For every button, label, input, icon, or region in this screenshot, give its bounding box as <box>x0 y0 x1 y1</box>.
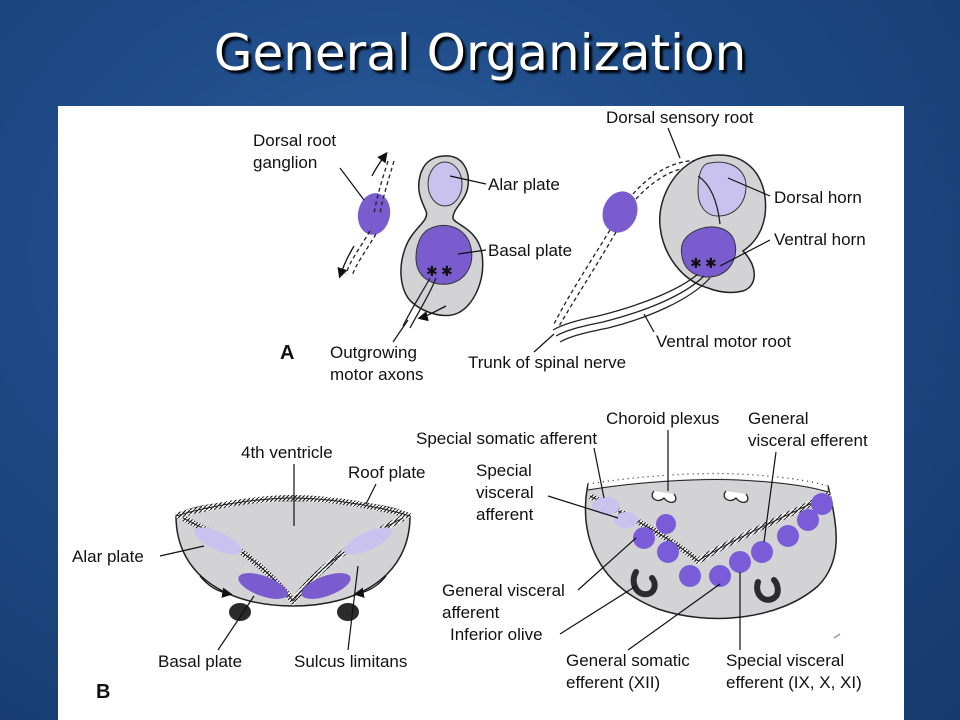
label-sulcus-limitans: Sulcus limitans <box>294 652 407 671</box>
label-dorsal-root-ganglion-2: ganglion <box>253 153 317 172</box>
alar-plate-region <box>427 161 463 207</box>
label-4th-ventricle: 4th ventricle <box>241 443 333 462</box>
label-dorsal-horn: Dorsal horn <box>774 188 862 207</box>
label-basal-plate-a: Basal plate <box>488 241 572 260</box>
label-inferior-olive: Inferior olive <box>450 625 543 644</box>
hindbrain-left-outline <box>175 499 411 607</box>
label-outgrowing-2: motor axons <box>330 365 424 384</box>
label-alar-plate-a: Alar plate <box>488 175 560 194</box>
label-special-visceral-afferent-1: Special <box>476 461 532 480</box>
panel-letter-a: A <box>280 342 294 364</box>
label-basal-plate-b: Basal plate <box>158 652 242 671</box>
figure-drawing: ✱ ✱ Dorsal root ganglion Alar plate Basa… <box>72 108 868 703</box>
label-alar-plate-b: Alar plate <box>72 547 144 566</box>
svg-text:✱: ✱ <box>441 264 453 280</box>
slide-title: General Organization <box>213 24 747 82</box>
label-special-visceral-afferent-2: visceral <box>476 483 534 502</box>
label-roof-plate: Roof plate <box>348 463 426 482</box>
hindbrain-right-outline <box>584 475 837 620</box>
panel-b-left-hindbrain <box>175 494 411 621</box>
svg-text:✱: ✱ <box>705 256 717 272</box>
label-special-visceral-efferent-1: Special visceral <box>726 651 844 670</box>
embryology-figure: ✱ ✱ Dorsal root ganglion Alar plate Basa… <box>58 106 904 720</box>
label-general-visceral-efferent-2: visceral efferent <box>748 431 868 450</box>
panel-b-right-hindbrain-nuclei <box>584 468 837 620</box>
label-dorsal-sensory-root: Dorsal sensory root <box>606 108 754 127</box>
dorsal-horn-region <box>697 161 747 217</box>
panel-a-left-neural-tube: ✱ ✱ <box>337 151 484 329</box>
panel-a-right-spinal-cord: ✱ ✱ <box>552 154 767 343</box>
label-special-somatic-afferent: Special somatic afferent <box>416 429 597 448</box>
dorsal-root-ganglion-shape <box>357 193 391 235</box>
basal-plate-region <box>415 224 473 285</box>
label-outgrowing-1: Outgrowing <box>330 343 417 362</box>
label-general-visceral-afferent-1: General visceral <box>442 581 565 600</box>
label-special-visceral-efferent-2: efferent (IX, X, XI) <box>726 673 862 692</box>
label-general-somatic-efferent-2: efferent (XII) <box>566 673 660 692</box>
label-ventral-motor-root: Ventral motor root <box>656 332 791 351</box>
label-trunk-of-spinal-nerve: Trunk of spinal nerve <box>468 353 626 372</box>
label-special-visceral-afferent-3: afferent <box>476 505 534 524</box>
svg-text:✱: ✱ <box>690 256 702 272</box>
label-ventral-horn: Ventral horn <box>774 230 866 249</box>
dorsal-root-ganglion-right <box>602 191 638 233</box>
svg-text:✱: ✱ <box>426 264 438 280</box>
label-choroid-plexus: Choroid plexus <box>606 409 719 428</box>
panel-letter-b: B <box>96 681 110 703</box>
label-dorsal-root-ganglion-1: Dorsal root <box>253 131 336 150</box>
label-general-visceral-afferent-2: afferent <box>442 603 500 622</box>
label-general-somatic-efferent-1: General somatic <box>566 651 690 670</box>
label-general-visceral-efferent-1: General <box>748 409 808 428</box>
